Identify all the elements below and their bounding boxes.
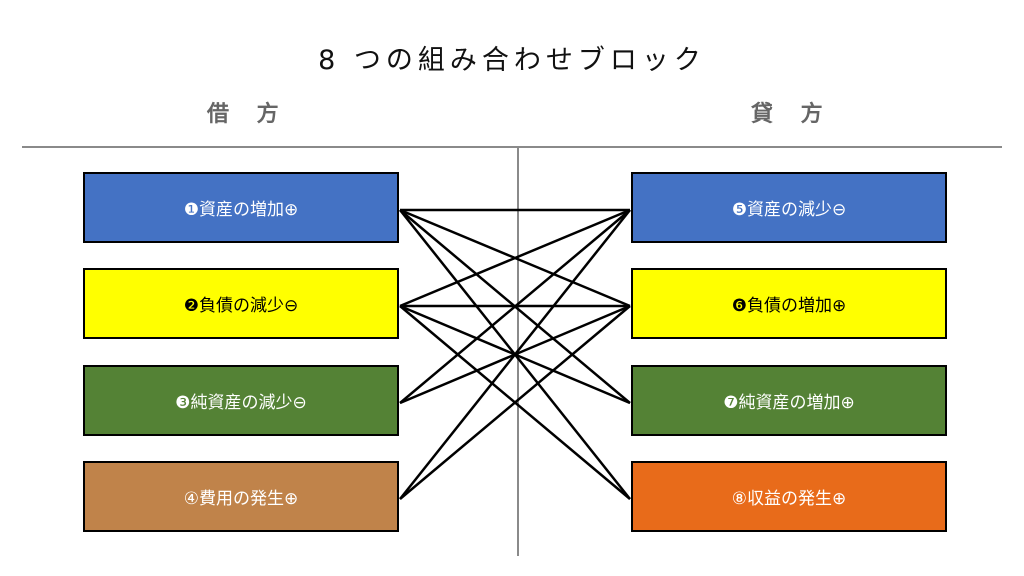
connection-line — [399, 209, 631, 500]
credit-header: 貸 方 — [751, 102, 833, 127]
block-equity-decrease: ❸純資産の減少⊖ — [83, 365, 399, 436]
block-label: ⑧収益の発生⊕ — [731, 489, 847, 509]
block-liability-decrease: ❷負債の減少⊖ — [83, 268, 399, 339]
connection-line — [399, 209, 631, 404]
block-revenue-incurred: ⑧収益の発生⊕ — [631, 461, 947, 532]
debit-header: 借 方 — [207, 102, 289, 127]
diagram-title: 8 つの組み合わせブロック — [318, 45, 706, 76]
block-label: ❻負債の増加⊕ — [731, 296, 847, 316]
block-label: ❸純資産の減少⊖ — [175, 393, 307, 413]
block-label: ❺資産の減少⊖ — [731, 200, 847, 220]
block-label: ④費用の発生⊕ — [183, 489, 299, 509]
block-label: ❷負債の減少⊖ — [183, 296, 299, 316]
block-label: ❶資産の増加⊕ — [183, 200, 299, 220]
block-label: ❼純資産の増加⊕ — [723, 393, 855, 413]
block-liability-increase: ❻負債の増加⊕ — [631, 268, 947, 339]
block-asset-decrease: ❺資産の減少⊖ — [631, 172, 947, 243]
block-asset-increase: ❶資産の増加⊕ — [83, 172, 399, 243]
connection-line — [399, 208, 631, 308]
block-expense-incurred: ④費用の発生⊕ — [83, 461, 399, 532]
connection-line — [399, 305, 631, 500]
block-equity-increase: ❼純資産の増加⊕ — [631, 365, 947, 436]
horizontal-divider — [22, 146, 1002, 148]
